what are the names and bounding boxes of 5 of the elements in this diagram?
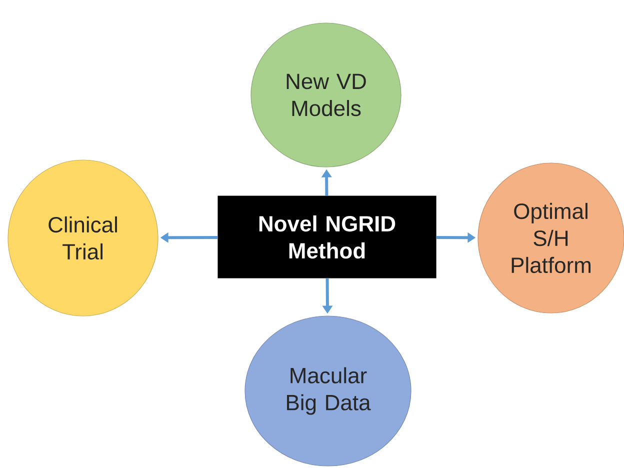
circle-node: Macular Big Data: [244, 316, 412, 466]
circle-node: Clinical Trial: [8, 160, 158, 316]
circle-node: New VD Models: [250, 22, 402, 168]
method-box: Novel NGRID Method: [218, 196, 436, 278]
circle-node: Optimal S/H Platform: [478, 162, 624, 314]
